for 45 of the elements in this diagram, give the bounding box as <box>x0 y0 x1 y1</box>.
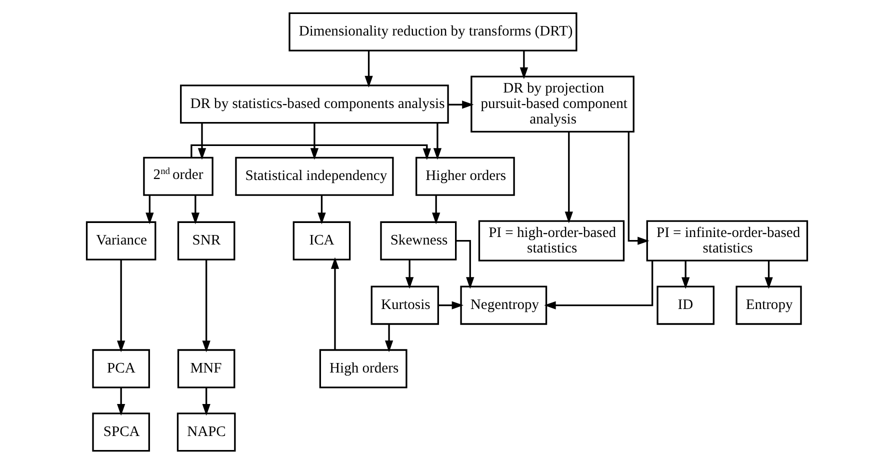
node-box: Entropy <box>736 285 802 324</box>
arrow <box>438 300 464 309</box>
node-box: ICA <box>292 220 351 260</box>
arrow <box>764 260 773 288</box>
arrow <box>190 144 431 160</box>
node-box: 2$^{nd}$ order <box>143 156 214 196</box>
node-box: Negentropy <box>460 285 548 324</box>
node-box: MNF <box>177 348 236 388</box>
arrow <box>564 131 573 223</box>
arrow <box>146 194 154 224</box>
arrow <box>318 194 326 224</box>
node-box: PCA <box>92 348 150 388</box>
arrow <box>628 131 650 244</box>
arrow <box>448 100 474 108</box>
arrow <box>433 122 442 160</box>
arrow <box>202 387 210 416</box>
node-box: SPCA <box>92 412 150 452</box>
node-box: Skewness <box>380 220 457 260</box>
node-box: Kurtosis <box>370 285 439 324</box>
arrow <box>117 387 126 416</box>
node-box: PI = infinite-order-based statistics <box>646 220 808 261</box>
node-box: High orders <box>319 348 408 388</box>
arrow <box>520 50 528 79</box>
node-box: Dimensionality reduction by transforms (DRT) <box>288 12 578 51</box>
node-box: NAPC <box>176 412 236 452</box>
arrow <box>364 50 373 88</box>
arrow <box>432 194 440 224</box>
arrow <box>310 122 319 160</box>
arrow <box>198 122 206 160</box>
arrow <box>330 256 340 350</box>
arrow <box>202 259 210 352</box>
arrow <box>191 194 200 224</box>
node-box: SNR <box>177 220 236 260</box>
node-box: Variance <box>86 220 156 260</box>
node-box: Higher orders <box>416 156 515 196</box>
arrow <box>405 259 414 288</box>
node-box: PI = high-order-based statistics <box>478 220 625 261</box>
node-box: DR by statistics-based components analysis <box>180 84 449 124</box>
arrow <box>384 324 394 352</box>
node-box: ID <box>656 285 714 324</box>
node-box: DR by projection pursuit-based component analysis <box>470 75 634 132</box>
arrow <box>544 260 654 309</box>
arrow <box>117 259 126 352</box>
arrow <box>682 260 690 288</box>
node-box: Statistical independency <box>235 156 394 196</box>
